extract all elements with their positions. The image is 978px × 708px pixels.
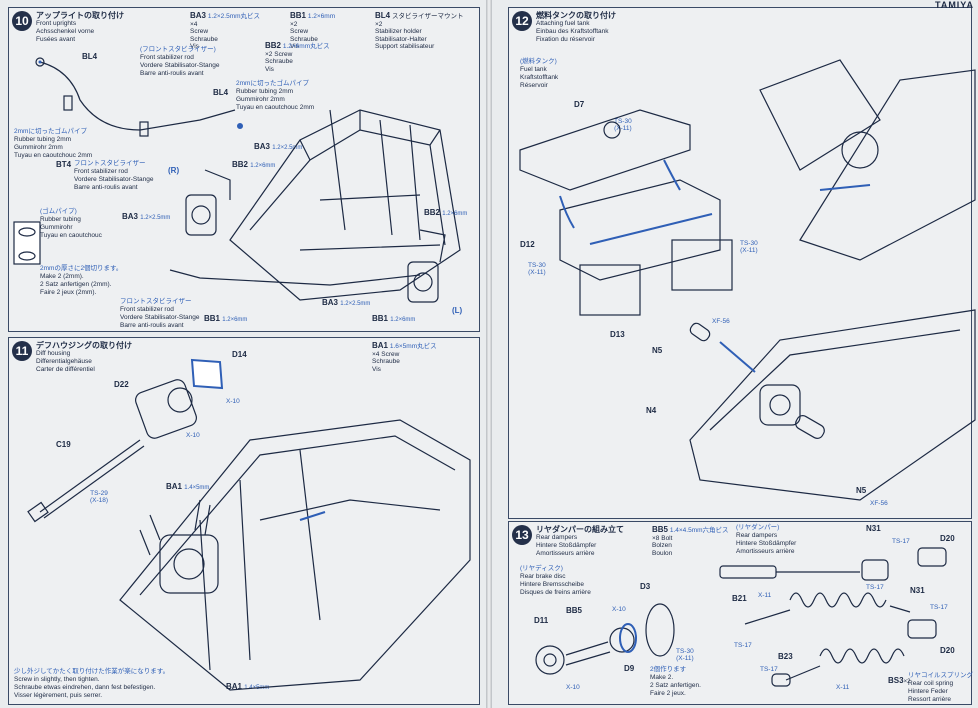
label-d9: D9 [624,664,635,673]
step-13-title-jp: リヤダンパーの組み立て [536,525,624,534]
step-12-number: 12 [512,11,532,31]
x-10-label-b: X-10 [566,684,580,691]
step-10-panel [8,7,480,332]
step-11-drawing [27,358,471,691]
cut-caption: 2mmの厚さに2個切ります。 Make 2 (2mm).2 Satz anfer… [40,265,123,296]
x-11-label-b: X-11 [836,684,850,691]
label-bl4-a: BL4 [82,52,98,61]
label-n5-b: N5 [856,486,867,495]
label-l-side: (L) [452,306,463,315]
step-11-title-jp: デフハウジングの取り付け [36,341,132,350]
label-bl4-b: BL4 [213,88,229,97]
label-ba3-b: BA3 1.2×2.5mm [122,212,171,221]
label-bb2-b: BB2 1.2×6mm [424,208,468,217]
label-d7: D7 [574,100,585,109]
label-bb1-b: BB1 1.2×6mm [372,314,416,323]
page-gutter [486,0,492,708]
ts-17-label-d: TS-17 [760,666,778,673]
ts-17-label-a: TS-17 [892,538,910,545]
label-ba3-c: BA3 1.2×2.5mm [322,298,371,307]
label-bs3: BS3×2 [888,676,911,685]
label-ba3-a: BA3 1.2×2.5mm [254,142,303,151]
ts-17-label-c: TS-17 [734,642,752,649]
label-d12: D12 [520,240,535,249]
step-10-number: 10 [12,11,32,31]
step-11-note: 少し外ジしてかたく取り付けた作業が楽になります。 Screw in slight… [14,668,170,699]
step-11-panel [8,337,480,705]
label-d22: D22 [114,380,129,389]
label-n31-b: N31 [910,586,925,595]
label-r-side: (R) [168,166,180,175]
ts-17-label-e: TS-17 [930,604,948,611]
label-ba1-a: BA1 1.4×5mm [166,482,210,491]
label-d13: D13 [610,330,625,339]
ts-30-label-c: TS-30 (X-11) [528,262,546,276]
step-10-drawing [13,57,461,303]
make-two-caption: 2個作ります Make 2.2 Satz anfertigen.Faire 2 … [650,666,701,697]
label-d11: D11 [534,616,549,625]
label-x10-b: X-10 [186,432,200,439]
step-10-title-jp: アップライトの取り付け [36,11,124,20]
step-11-number: 11 [12,341,32,361]
ts-29-label: TS-29 (X-18) [90,490,109,504]
label-c19: C19 [56,440,71,449]
label-n4: N4 [646,406,657,415]
label-x10-a: X-10 [226,398,240,405]
step-12-drawing [519,59,976,501]
brand-logo: TAMIYA [934,0,974,10]
x-11-label-a: X-11 [758,592,772,599]
step-13-number: 13 [512,525,532,545]
label-n5-a: N5 [652,346,663,355]
label-n31-a: N31 [866,524,881,533]
step-13-panel [508,521,972,705]
xf-56-label-b: XF-56 [870,500,888,507]
label-d20-b: D20 [940,646,955,655]
x-10-label-a: X-10 [612,606,626,613]
label-bb1-a: BB1 1.2×6mm [204,314,248,323]
label-b23: B23 [778,652,793,661]
label-b21: B21 [732,594,747,603]
ts-30-label-d: TS-30 (X-11) [676,648,694,662]
xf-56-label-a: XF-56 [712,318,730,325]
label-bb2-a: BB2 1.2×6mm [232,160,276,169]
step-12-title-jp: 燃料タンクの取り付け [536,11,616,20]
label-d14: D14 [232,350,247,359]
ts-17-label-b: TS-17 [866,584,884,591]
label-bb5: BB5 [566,606,583,615]
step-12-panel [508,7,972,519]
label-bt4: BT4 [56,160,72,169]
label-d20-a: D20 [940,534,955,543]
ts-30-label-b: TS-30 (X-11) [740,240,758,254]
label-d3: D3 [640,582,651,591]
ts-30-label-a: TS-30 (X-11) [614,118,632,132]
